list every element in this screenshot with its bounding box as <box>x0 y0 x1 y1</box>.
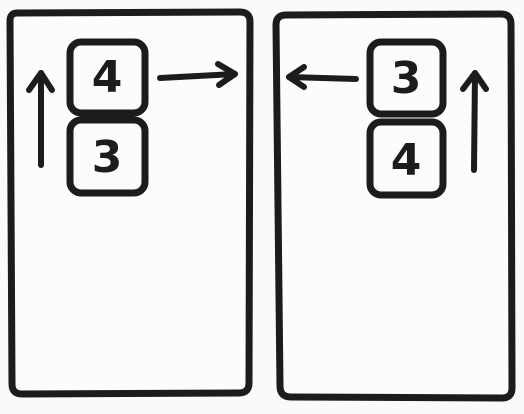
left-top-box: 4 <box>66 38 149 117</box>
left-top-box-label: 4 <box>92 52 123 103</box>
right-bottom-box-label: 4 <box>391 135 422 186</box>
right-panel-frame <box>272 10 516 402</box>
right-bottom-box: 4 <box>366 118 447 199</box>
left-bottom-box-label: 3 <box>92 132 123 183</box>
left-panel: 4 3 <box>6 8 254 398</box>
right-up-arrow <box>460 70 489 173</box>
left-right-arrow <box>157 61 238 88</box>
right-panel: 3 4 <box>272 10 516 402</box>
right-top-box: 3 <box>366 38 447 118</box>
right-left-arrow <box>286 64 359 90</box>
left-bottom-box: 3 <box>66 116 149 197</box>
right-top-box-label: 3 <box>391 53 422 104</box>
left-up-arrow <box>26 70 55 168</box>
